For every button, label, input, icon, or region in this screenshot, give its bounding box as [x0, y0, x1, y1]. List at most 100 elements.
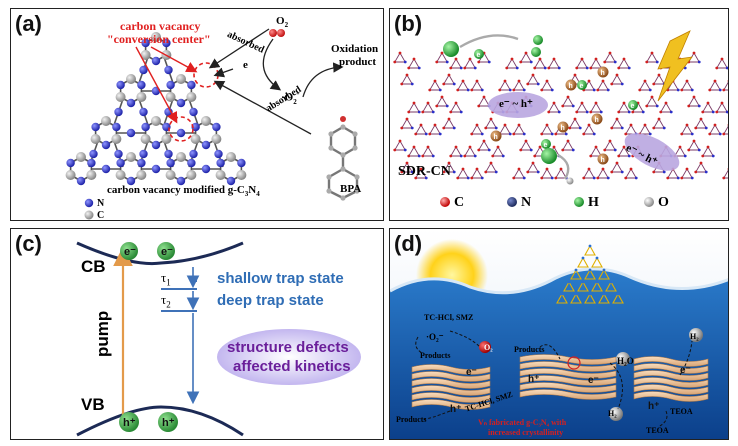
lattice-atom: [510, 57, 514, 61]
lattice-atom: [447, 73, 451, 77]
lattice-atom: [405, 161, 409, 165]
lattice-triangle: [428, 124, 442, 135]
lattice-triangle: [477, 140, 491, 151]
lattice-atom: [496, 145, 500, 149]
nitrogen-atom: [126, 176, 136, 186]
pair-ellipse: [624, 133, 680, 171]
lattice-atom: [417, 66, 421, 70]
legend-n-swatch: [507, 197, 517, 207]
products-bottom: Products: [396, 415, 427, 424]
lattice-triangle: [652, 118, 666, 129]
lattice-atom: [531, 161, 535, 165]
lattice-triangle: [561, 140, 575, 151]
lattice-atom: [687, 148, 691, 152]
lattice-atom: [694, 126, 698, 130]
reaction-arrow: [657, 410, 668, 428]
lattice-atom: [477, 104, 481, 108]
hole-label: h⁺: [162, 417, 175, 429]
g-c3n4-sheet: [411, 385, 491, 396]
g-c3n4-sheet: [519, 375, 617, 386]
lattice-atom: [431, 110, 435, 114]
electron-label: e⁻: [124, 246, 136, 258]
lattice-atom: [440, 51, 444, 55]
lattice-atom: [550, 176, 554, 180]
nitrogen-atom: [237, 158, 246, 168]
lattice-triangle: [540, 80, 554, 91]
hole-label: h: [601, 70, 605, 77]
electron-label: e: [631, 103, 635, 110]
lattice-atom: [645, 104, 649, 108]
h2-right: H₂: [690, 332, 699, 341]
lattice-atom: [725, 66, 728, 70]
lattice-atom: [454, 145, 458, 149]
lattice-atom: [508, 88, 512, 92]
lattice-atom: [574, 268, 578, 272]
tc-top-label: TC-HCl, SMZ: [424, 313, 474, 322]
lattice-atom: [645, 60, 649, 64]
lattice-atom: [706, 101, 710, 105]
legend-c-label: C: [97, 210, 105, 221]
lattice-triangle: [519, 140, 533, 151]
lattice-atom: [452, 82, 456, 86]
lattice-atom: [421, 154, 425, 158]
lattice-atom: [529, 60, 533, 64]
electron-ball: [157, 242, 175, 260]
h2-mid: H₂: [608, 409, 617, 418]
lattice-atom: [524, 51, 528, 55]
lattice-atom: [718, 88, 722, 92]
lattice-atom: [442, 82, 446, 86]
lattice-atom: [400, 82, 404, 86]
lattice-atom: [475, 167, 479, 171]
lattice-atom: [573, 73, 577, 77]
reaction-arrow: [609, 362, 623, 410]
carbon-atom: [190, 134, 201, 144]
nitrogen-atom: [151, 56, 161, 66]
lattice-atom: [526, 82, 530, 86]
carbon-atom: [161, 134, 172, 144]
lattice-atom: [547, 110, 551, 114]
lattice-atom: [526, 170, 530, 174]
lattice-atom: [517, 79, 521, 83]
carbon-atom: [136, 170, 147, 180]
lattice-atom: [475, 123, 479, 127]
lattice-atom: [615, 73, 619, 77]
lattice-atom: [589, 110, 593, 114]
lattice-atom: [687, 104, 691, 108]
lattice-atom: [596, 176, 600, 180]
lattice-atom: [400, 126, 404, 130]
lattice-atom: [482, 95, 486, 99]
sdr-cn-label: SDR-CN: [398, 164, 451, 179]
lattice-atom: [588, 268, 592, 272]
lattice-triangle: [505, 58, 519, 69]
lattice-triangle: [400, 74, 414, 85]
lattice-atom: [592, 176, 596, 180]
lattice-atom: [508, 132, 512, 136]
lattice-atom: [715, 110, 719, 114]
lattice-atom: [561, 148, 565, 152]
lattice-triangle: [556, 292, 568, 304]
lattice-triangle: [554, 168, 568, 179]
lattice-atom: [631, 110, 635, 114]
lattice-atom: [419, 167, 423, 171]
lattice-atom: [459, 154, 463, 158]
lattice-atom: [648, 88, 652, 92]
lattice-atom: [554, 176, 558, 180]
lattice-atom: [594, 101, 598, 105]
carbon-atom: [151, 116, 161, 126]
nitrogen-atom: [66, 158, 75, 168]
lattice-triangle: [582, 168, 596, 179]
lattice-triangle: [680, 124, 694, 135]
lattice-atom: [602, 268, 606, 272]
lattice-atom: [445, 104, 449, 108]
vacancy-label-line2: "conversion center": [107, 32, 211, 46]
o2-ball: [479, 341, 491, 353]
lattice-atom: [461, 167, 465, 171]
lattice-atom: [547, 66, 551, 70]
lattice-triangle: [570, 292, 582, 304]
lattice-triangle: [680, 80, 694, 91]
pair-label-1: e⁻ ~ h⁺: [499, 98, 533, 110]
lattice-atom: [638, 88, 642, 92]
nitrogen-atom: [116, 80, 125, 90]
panel-c-diagram: e⁻e⁻h⁺h⁺: [76, 241, 361, 437]
lattice-triangle: [463, 146, 477, 157]
